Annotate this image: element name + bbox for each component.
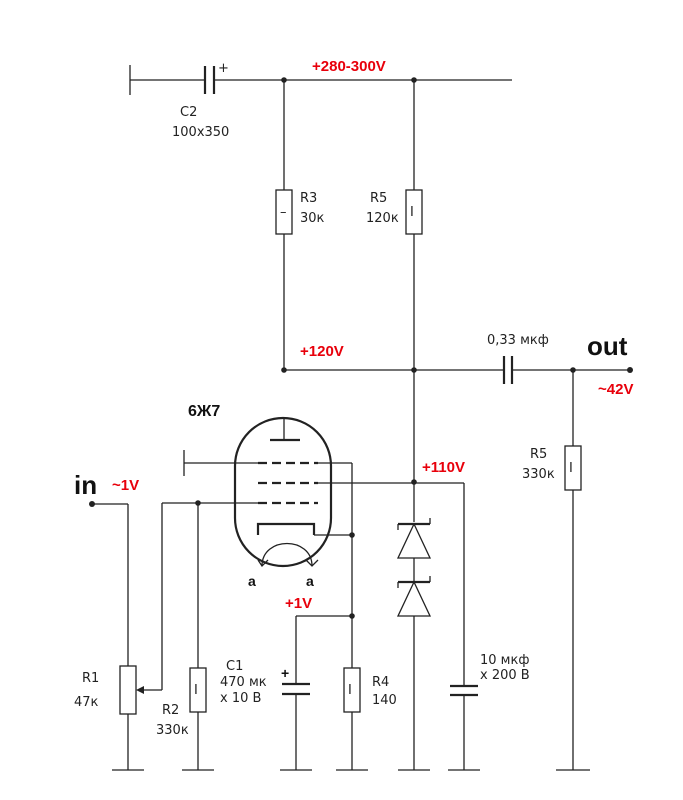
cathode-circuit (280, 615, 368, 771)
r3-name: R3 (300, 191, 317, 206)
r2-value: 330к (156, 723, 189, 738)
c1-value-2: x 10 В (220, 691, 261, 706)
output-voltage-label: ~42V (598, 381, 633, 398)
r2-name: R2 (162, 703, 179, 718)
suppressor-wire (183, 450, 355, 619)
c1-value-1: 470 мк (220, 675, 267, 690)
r1-name: R1 (82, 671, 99, 686)
tube-type-label: 6Ж7 (188, 403, 220, 420)
r3-value: 30к (300, 211, 325, 226)
r5-top-mark: I (410, 205, 414, 220)
r3-mark: – (280, 205, 287, 220)
tube-6zh7 (233, 416, 333, 568)
c2-value: 100x350 (172, 125, 229, 140)
capacitor-c2 (203, 66, 216, 94)
supply-voltage-label: +280-300V (312, 58, 386, 75)
c1-name: C1 (226, 659, 243, 674)
input-voltage-label: ~1V (112, 477, 139, 494)
input-circuit (89, 500, 258, 771)
resistor-r5-top (405, 80, 423, 522)
r1-value: 47к (74, 695, 99, 710)
input-terminal-label: in (74, 470, 97, 500)
r4-mark: I (348, 683, 352, 698)
resistor-r5-out (556, 370, 590, 771)
supply-rail (129, 65, 512, 95)
screen-cap-value-2: x 200 В (480, 668, 530, 683)
r5-top-value: 120к (366, 211, 399, 226)
screen-cap-value-1: 10 мкф (480, 653, 529, 668)
output-cap-value: 0,33 мкф (487, 333, 549, 348)
r5-top-name: R5 (370, 191, 387, 206)
cathode-voltage-label: +1V (285, 595, 312, 612)
output-terminal-label: out (587, 331, 628, 361)
r4-name: R4 (372, 675, 389, 690)
r5-out-value: 330к (522, 467, 555, 482)
r4-value: 140 (372, 693, 397, 708)
heater-right-label: a (306, 573, 314, 589)
screen-grid-line (318, 482, 465, 686)
r5-out-name: R5 (530, 447, 547, 462)
heater-left-label: a (248, 573, 256, 589)
r5-out-mark: I (569, 461, 573, 476)
resistor-r3 (275, 80, 293, 370)
c2-polarity: + (218, 61, 229, 76)
r2-mark: I (194, 683, 198, 698)
zener-diodes (396, 518, 432, 771)
anode-line (281, 356, 633, 384)
screen-voltage-label: +110V (422, 459, 465, 476)
c1-polarity: + (281, 665, 289, 681)
anode-voltage-label: +120V (300, 343, 344, 360)
c2-name: C2 (180, 105, 197, 120)
capacitor-screen (448, 684, 480, 771)
